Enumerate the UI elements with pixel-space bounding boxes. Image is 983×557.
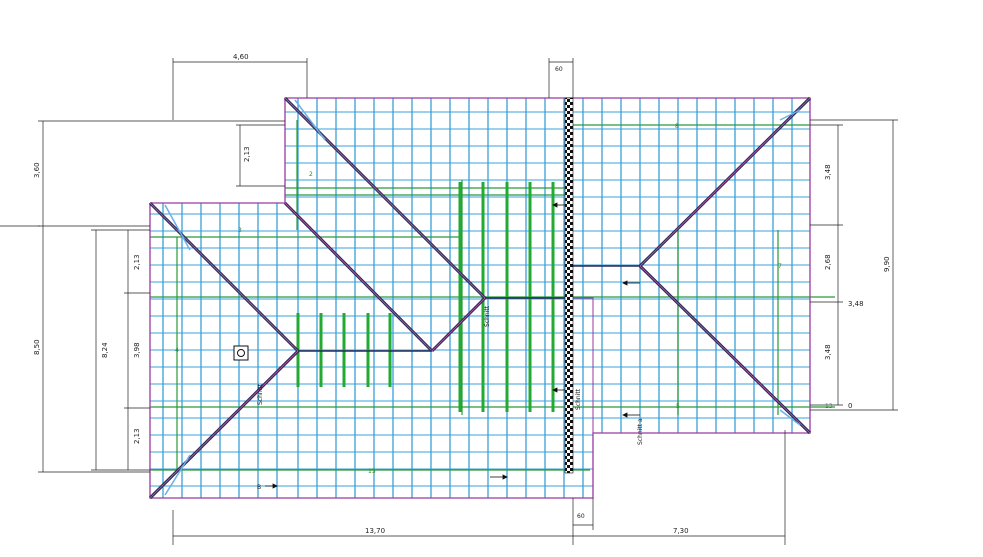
dim-left-total: 8,24 [101,342,109,358]
dim-left-seg-top: 2,13 [133,254,141,270]
light-blue-corner-struts [164,99,801,496]
section-label-b: B [257,484,261,491]
dim-bottom-right: 7,30 [673,527,689,535]
hip-lines-inner [149,97,811,499]
dim-left-seg-mid: 3,98 [133,342,141,358]
dim-left-seg-bottom: 2,13 [133,428,141,444]
purlin-mark: 2 [309,171,313,178]
purlin-mark: 3 [238,227,242,234]
dim-top-gap: 60 [555,66,563,73]
dim-bottom-left: 13,70 [365,527,385,535]
green-blocking [296,182,555,412]
dim-left-lower: 8,50 [33,339,41,355]
dim-bottom-gap: 60 [577,513,585,520]
section-label-right-beam: Schnitt [575,388,582,410]
ridge-lines [298,265,640,352]
chimney-symbol [233,345,249,361]
rafters-horizontal [150,111,810,487]
purlin-mark: 13 [825,403,833,410]
dimension-lines [0,58,898,545]
dim-right-mid-mark: 3,48 [848,300,864,308]
purlin-mark: 7 [778,263,782,270]
dim-right-total: 9,90 [883,256,891,272]
purlin-mark: 15 [368,468,376,475]
section-arrows [265,202,640,489]
checkered-beam [564,97,574,474]
chimney-circle [237,349,245,357]
section-label-mid: Schnitt [484,305,491,327]
dim-left-notch: 2,13 [243,146,251,162]
dim-top-left: 4,60 [233,53,249,61]
purlin-mark: 8 [675,123,679,130]
dim-right-seg-top: 3,48 [824,164,832,180]
dim-right-zero: 0 [848,402,852,410]
dim-left-upper: 3,60 [33,162,41,178]
dim-right-seg-bottom: 3,48 [824,344,832,360]
section-label-a: Schnitt a [637,418,644,445]
purlin-mark: 5 [676,403,680,410]
step-outline [573,297,594,433]
purlin-mark: 4 [175,347,179,354]
section-label-left: Schnitt [257,383,264,405]
purlins [150,120,835,471]
dim-right-seg-mid: 2,68 [824,254,832,270]
